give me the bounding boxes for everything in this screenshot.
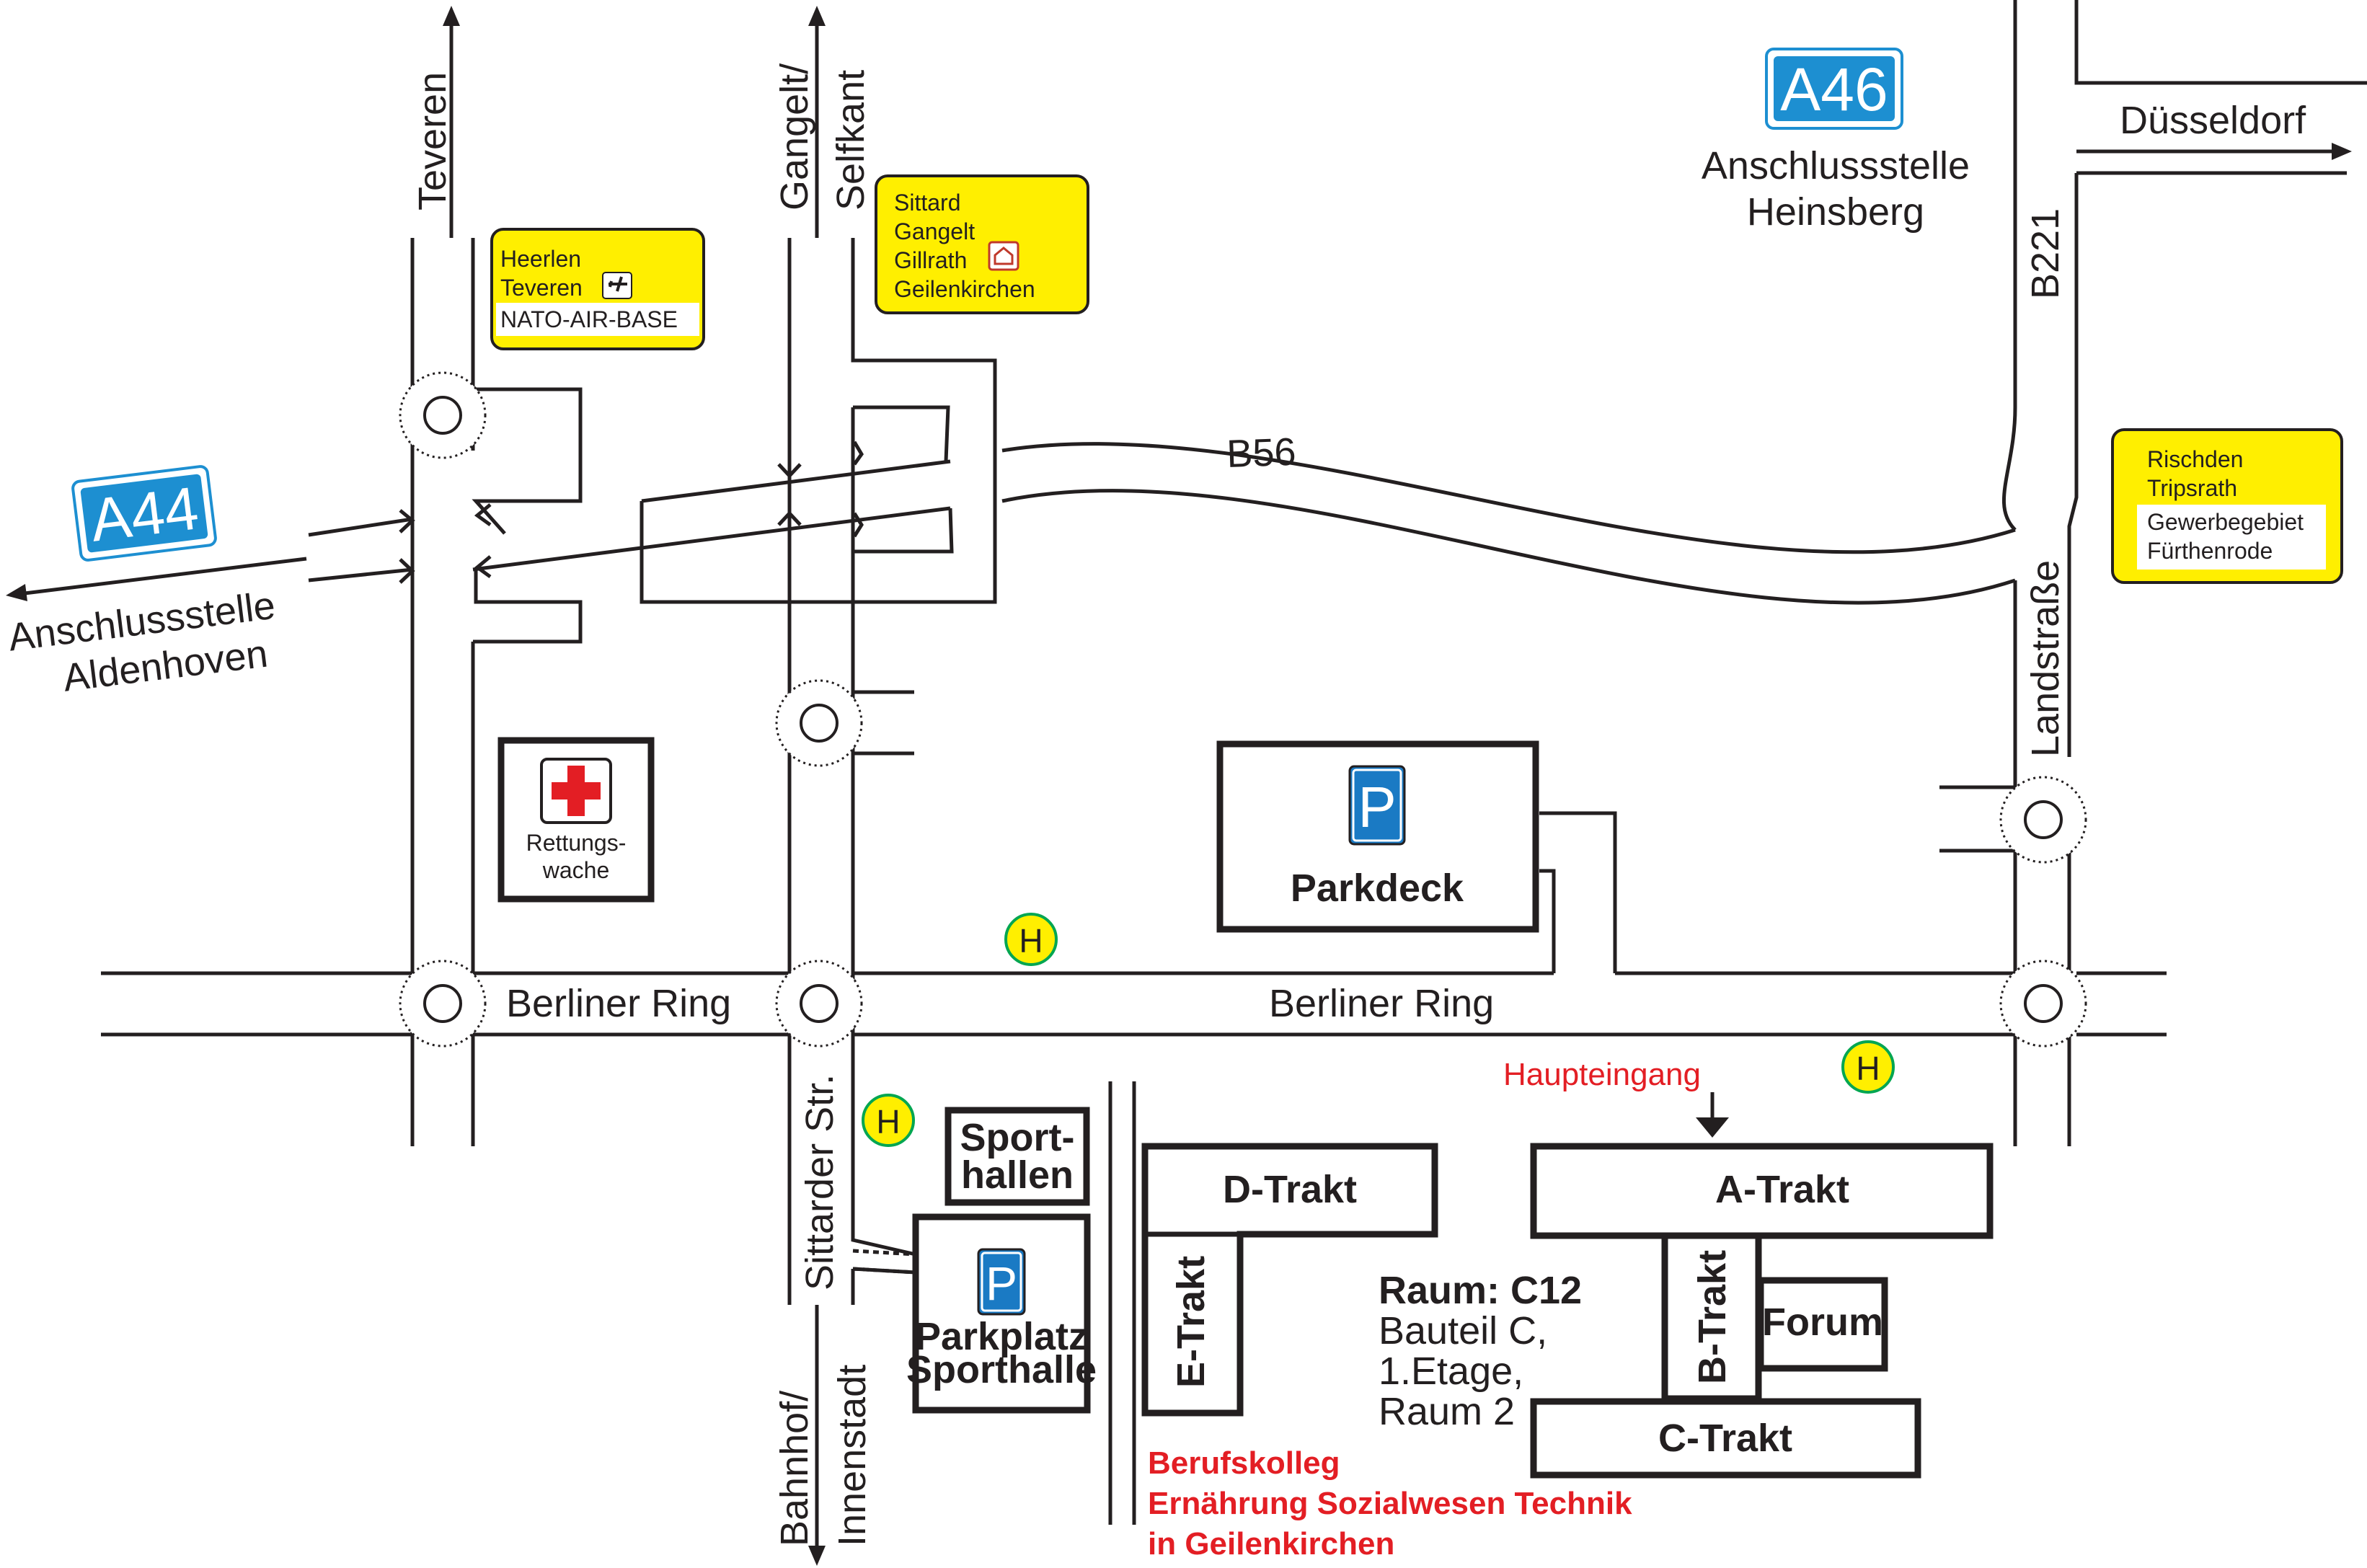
roundabout [1999,960,2087,1047]
a44-number: A44 [87,474,202,554]
a46-autobahn-sign: A46 [1765,48,1903,130]
svg-text:Raum 2: Raum 2 [1379,1390,1515,1433]
parkdeck: P Parkdeck [1216,740,1539,933]
svg-text:P: P [1358,775,1396,839]
teveren-label: Teveren [411,72,454,211]
bus-stop-icon: H [1004,913,1058,966]
svg-text:Tripsrath: Tripsrath [2147,475,2237,501]
roundabout [399,371,487,459]
landstrasse-label: Landstraße [2024,560,2067,757]
svg-text:Bauteil C,: Bauteil C, [1379,1309,1547,1352]
red-cross-icon [540,758,612,824]
bahnhof-label: Bahnhof/ [773,1391,816,1546]
svg-text:Fürthenrode: Fürthenrode [2147,538,2273,564]
parkdeck-label: Parkdeck [1291,867,1464,910]
roundabout [399,960,487,1047]
svg-text:Heerlen: Heerlen [500,246,581,272]
svg-text:Geilenkirchen: Geilenkirchen [894,276,1035,302]
town-icon [988,241,1019,271]
rischden-direction-sign: Rischden Tripsrath Gewerbegebiet Fürthen… [2111,428,2343,584]
b56-label: B56 [1226,430,1296,476]
forum-label: Forum [1762,1301,1883,1344]
svg-text:Sporthalle: Sporthalle [906,1348,1097,1391]
bus-stop-icon: H [862,1094,915,1147]
svg-text:Rettungs-: Rettungs- [526,830,627,856]
interchange-arrows [399,440,864,584]
rettungswache: Rettungs- wache [497,737,655,903]
duesseldorf-label: Düsseldorf [2120,99,2306,142]
svg-text:H: H [1856,1050,1880,1087]
a46-number: A46 [1780,56,1888,123]
svg-text:Raum: C12: Raum: C12 [1379,1269,1582,1312]
e-trakt-label: E-Trakt [1169,1256,1213,1388]
svg-text:Parkplatz: Parkplatz [915,1315,1088,1358]
sporthallen: Sport- hallen [944,1107,1090,1206]
nato-air-base-label: NATO-AIR-BASE [500,306,678,332]
svg-text:wache: wache [542,857,610,883]
svg-text:Gillrath: Gillrath [894,247,967,273]
selfkant-label: Selfkant [829,70,872,211]
d-trakt-label: D-Trakt [1223,1168,1357,1211]
svg-text:Sittard: Sittard [894,190,960,216]
bus-stop-icon: H [1841,1040,1895,1094]
svg-text:Gewerbegebiet: Gewerbegebiet [2147,509,2304,535]
c-trakt-label: C-Trakt [1658,1417,1792,1460]
innenstadt-label: Innenstadt [831,1365,874,1546]
svg-text:P: P [986,1257,1017,1310]
parking-icon: P [1348,765,1406,846]
parkplatz-sporthalle: P Parkplatz Sporthalle [852,1213,1097,1414]
svg-text:Sport-: Sport- [960,1116,1075,1159]
svg-text:Rischden: Rischden [2147,446,2243,472]
svg-text:hallen: hallen [961,1153,1074,1197]
a46-exit-label: Anschlussstelle [1702,144,1970,187]
svg-text:H: H [1019,922,1043,960]
svg-text:Ernährung Sozialwesen Technik: Ernährung Sozialwesen Technik [1148,1486,1632,1521]
svg-text:in Geilenkirchen: in Geilenkirchen [1148,1526,1394,1562]
sittarder-str-label: Sittarder Str. [798,1074,841,1290]
road-network [101,0,2367,1525]
svg-text:H: H [876,1103,900,1140]
heerlen-direction-sign: Heerlen Teveren NATO-AIR-BASE [490,228,705,350]
svg-text:Teveren: Teveren [500,275,583,301]
roundabout [775,960,863,1047]
svg-text:Gangelt: Gangelt [894,218,975,244]
direction-arrows [6,6,2352,1566]
berliner-ring-east-label: Berliner Ring [1269,982,1494,1025]
a-trakt-label: A-Trakt [1715,1168,1849,1211]
roundabout [775,679,863,767]
berliner-ring-west-label: Berliner Ring [506,982,731,1025]
parking-icon: P [977,1248,1026,1316]
a44-autobahn-sign: A44 [71,465,217,562]
airplane-icon [602,272,632,299]
sittard-direction-sign: Sittard Gangelt Gillrath Geilenkirchen [875,174,1089,314]
campus-buildings: D-Trakt E-Trakt A-Trakt B-Trakt Forum C-… [1141,1143,1994,1479]
svg-text:1.Etage,: 1.Etage, [1379,1350,1523,1393]
svg-text:Berufskolleg: Berufskolleg [1148,1445,1340,1481]
a46-exit-name: Heinsberg [1747,190,1924,234]
gangelt-label: Gangelt/ [773,63,816,211]
roundabout [1999,776,2087,864]
b221-label: B221 [2024,208,2067,299]
haupteingang-label: Haupteingang [1503,1057,1701,1092]
school-name: Berufskolleg Ernährung Sozialwesen Techn… [1148,1445,1632,1562]
room-info: Raum: C12 Bauteil C, 1.Etage, Raum 2 [1379,1269,1582,1433]
b-trakt-label: B-Trakt [1691,1250,1734,1384]
